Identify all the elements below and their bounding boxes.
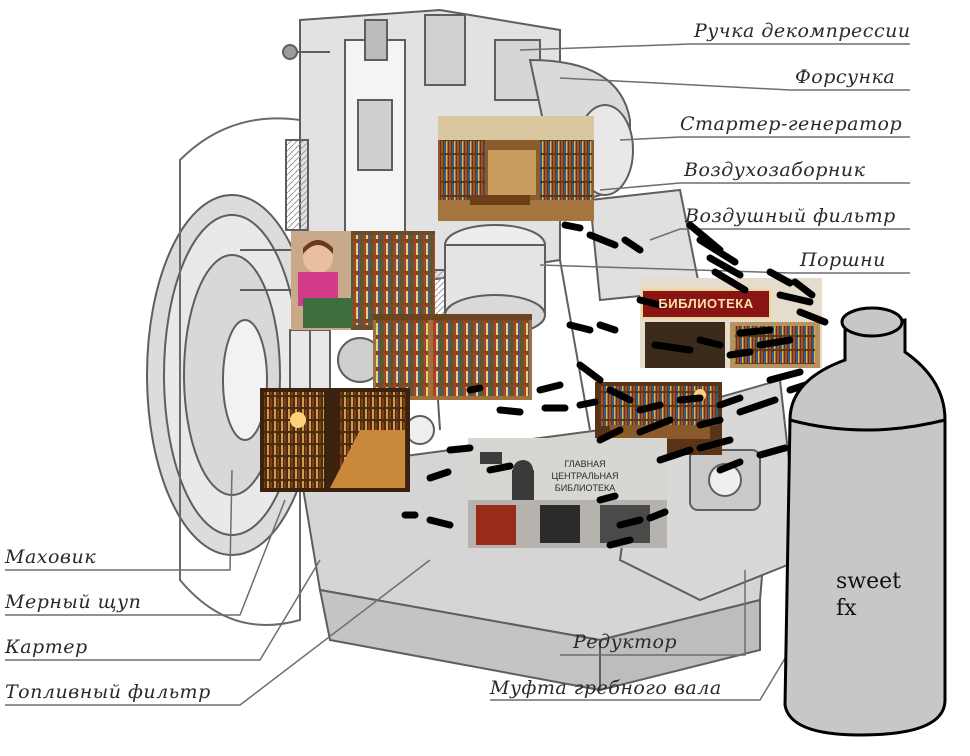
label-dipstick: Мерный щуп xyxy=(5,591,142,613)
bottle-label-line1: sweet xyxy=(836,569,902,594)
photo-library-building xyxy=(468,438,667,548)
photo-girl-at-shelf xyxy=(291,231,435,330)
label-decompression-handle: Ручка декомпрессии xyxy=(694,20,911,42)
label-air-filter: Воздушный фильтр xyxy=(685,205,896,227)
library-building-text: ГЛАВНАЯ ЦЕНТРАЛЬНАЯ БИБЛИОТЕКА xyxy=(551,459,619,493)
spray-marks xyxy=(401,221,829,549)
leader-lines-bottom xyxy=(490,570,791,701)
label-crankcase: Картер xyxy=(5,636,88,658)
label-injector: Форсунка xyxy=(795,66,896,88)
bottle-label: sweet fx xyxy=(836,568,901,622)
photo-library-stairs xyxy=(260,388,410,492)
bottle-label-line2: fx xyxy=(836,596,857,621)
leader-lines-right xyxy=(519,43,910,274)
label-flywheel: Маховик xyxy=(5,546,97,568)
label-starter-generator: Стартер-генератор xyxy=(680,113,903,135)
spray-bottle xyxy=(783,306,947,737)
library-sign-text: БИБЛИОТЕКА xyxy=(658,296,754,311)
label-shaft-coupling: Муфта гребного вала xyxy=(490,677,722,699)
label-pistons: Поршни xyxy=(800,249,886,271)
leader-lines-left xyxy=(5,469,431,706)
bottle-cap xyxy=(840,306,904,338)
photo-bookshelves xyxy=(373,314,532,400)
photo-library-hall xyxy=(438,116,594,221)
label-reducer: Редуктор xyxy=(573,631,678,653)
label-fuel-filter: Топливный фильтр xyxy=(5,681,211,703)
bottle-body xyxy=(783,318,947,737)
label-air-intake: Воздухозаборник xyxy=(684,159,866,181)
